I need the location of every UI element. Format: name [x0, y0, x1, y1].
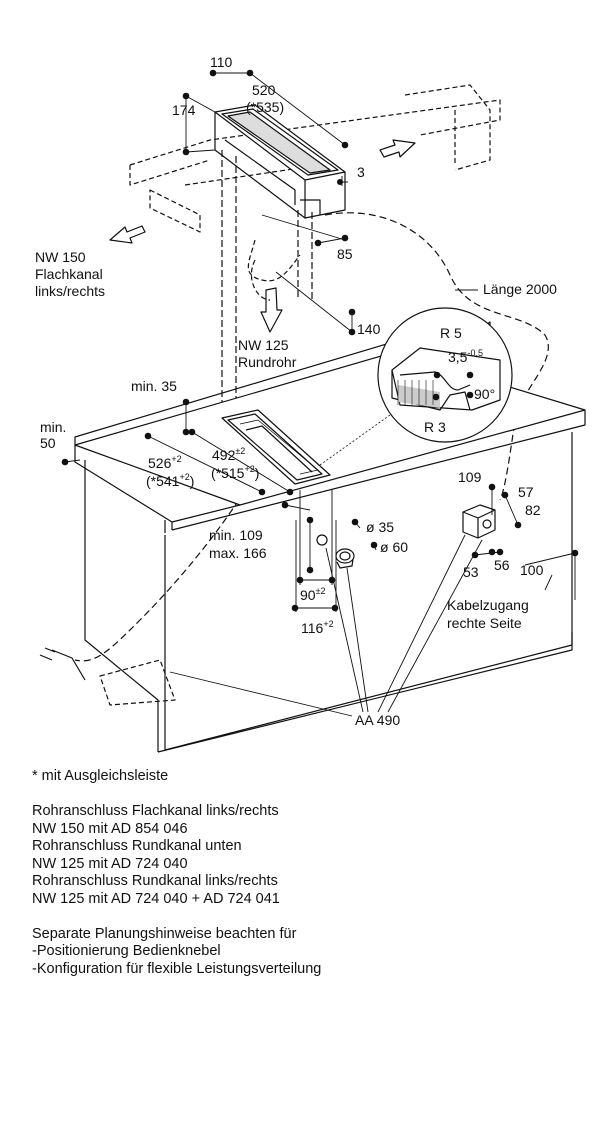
note-line-6: NW 125 mit AD 724 040 + AD 724 041	[32, 890, 280, 907]
dim-140: 140	[357, 321, 381, 337]
dim-dia35: ø 35	[366, 519, 394, 535]
dim-535: (*535)	[246, 99, 284, 115]
dim-100: 100	[520, 562, 544, 578]
dim-56: 56	[494, 557, 510, 573]
note-line-4: NW 125 mit AD 724 040	[32, 855, 188, 872]
note-line-2: NW 150 mit AD 854 046	[32, 820, 188, 837]
dim-174: 174	[172, 102, 196, 118]
dim-min35: min. 35	[131, 378, 177, 394]
dim-r5: R 5	[440, 325, 462, 341]
round-pipe	[247, 239, 301, 282]
control-knobs	[316, 534, 355, 569]
dim-109: 109	[458, 469, 482, 485]
note-line-5: Rohranschluss Rundkanal links/rechts	[32, 873, 278, 889]
dimension-labels: 110 520 (*535) 174 3 85 140 min. 35 min.…	[40, 54, 544, 636]
dim-3-5: 3,5-0,5	[448, 348, 483, 365]
note-line-9: -Konfiguration für flexible Leistungsver…	[32, 960, 322, 977]
downdraft-unit	[214, 104, 346, 219]
dimension-dots	[61, 69, 579, 612]
label-laenge: Länge 2000	[483, 281, 557, 297]
dim-526: 526+2	[148, 454, 182, 471]
arrow-left-icon	[109, 225, 146, 244]
dim-90-deg: 90°	[474, 386, 495, 402]
socket-box	[462, 504, 496, 539]
aa490-leaders	[169, 534, 483, 717]
dim-min50-b: 50	[40, 435, 56, 451]
label-nw150-line1: NW 150	[35, 249, 86, 265]
label-aa490: AA 490	[355, 712, 400, 728]
note-line-7: Separate Planungshinweise beachten für	[32, 925, 297, 942]
dim-90: 90±2	[300, 586, 326, 603]
notes-block: * mit Ausgleichsleiste Rohranschluss Fla…	[32, 768, 572, 978]
callout-labels: NW 150 Flachkanal links/rechts NW 125 Ru…	[35, 249, 557, 728]
note-line-8: -Positionierung Bedienknebel	[32, 943, 221, 959]
label-kabel-line1: Kabelzugang	[447, 597, 529, 613]
label-kabel-line2: rechte Seite	[447, 615, 522, 631]
dim-541: (*541+2)	[146, 472, 194, 489]
dim-515: (*515+2)	[211, 464, 259, 481]
dim-max166: max. 166	[209, 545, 267, 561]
detail-circle	[377, 307, 513, 443]
note-line-3: Rohranschluss Rundkanal unten	[32, 838, 242, 854]
dim-116: 116+2	[301, 619, 334, 636]
cable-dashed	[324, 212, 549, 501]
dim-r3: R 3	[424, 419, 446, 435]
dim-3: 3	[357, 164, 365, 180]
dim-dia60: ø 60	[380, 539, 408, 555]
dim-82: 82	[525, 502, 541, 518]
power-cable	[74, 461, 263, 662]
dim-110: 110	[210, 54, 233, 70]
dim-57: 57	[518, 484, 534, 500]
label-nw150-line3: links/rechts	[35, 283, 105, 299]
dim-85: 85	[337, 246, 353, 262]
label-nw125-line2: Rundrohr	[238, 354, 297, 370]
dim-53: 53	[463, 564, 479, 580]
arrow-right-icon	[379, 139, 416, 158]
worktop-cutout	[221, 409, 331, 485]
arrow-down-icon	[260, 287, 283, 333]
dim-520: 520	[252, 82, 276, 98]
dim-492: 492±2	[212, 446, 245, 463]
note-asterisk: * mit Ausgleichsleiste	[32, 768, 169, 784]
guide-lines	[221, 150, 313, 420]
note-line-1: Rohranschluss Flachkanal links/rechts	[32, 803, 279, 819]
dim-min50-a: min.	[40, 419, 66, 435]
label-nw125-line1: NW 125	[238, 337, 289, 353]
dimension-lines	[64, 72, 576, 612]
label-nw150-line2: Flachkanal	[35, 266, 103, 282]
dim-min109: min. 109	[209, 527, 263, 543]
flat-duct-outline	[129, 84, 501, 233]
